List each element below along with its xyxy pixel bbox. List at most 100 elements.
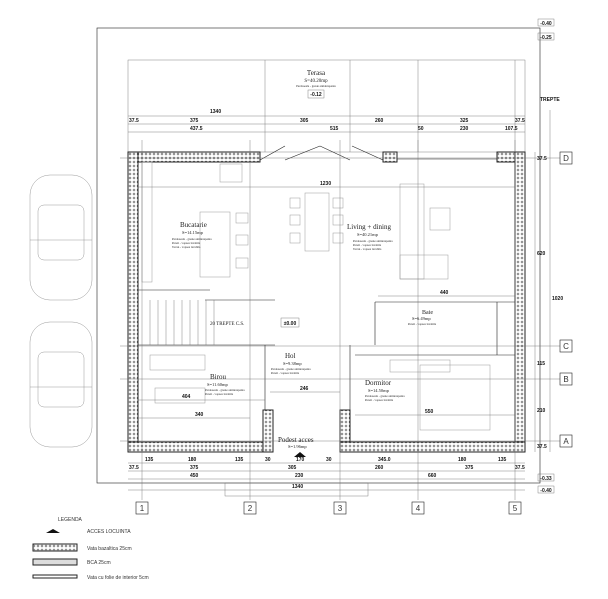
axis-label: 2: [248, 504, 253, 513]
svg-text:1230: 1230: [320, 181, 331, 187]
room-podest-acces: Podest acces S=1.96mp: [278, 436, 314, 449]
svg-text:Vata cu folie de interior 5cm: Vata cu folie de interior 5cm: [87, 575, 149, 581]
svg-text:246: 246: [300, 386, 309, 392]
svg-text:Pardoseala - gresie antiderapa: Pardoseala - gresie antiderapanta: [271, 367, 311, 371]
svg-text:180: 180: [188, 457, 197, 463]
svg-text:135: 135: [145, 457, 154, 463]
axis-label: B: [563, 375, 568, 384]
svg-text:Bucatarie: Bucatarie: [180, 221, 207, 229]
legend-title: LEGENDA: [58, 517, 83, 523]
svg-text:375: 375: [465, 465, 474, 471]
svg-text:135: 135: [235, 457, 244, 463]
dimensions-interior: 1230 440 550 404 340 246: [138, 181, 515, 419]
svg-text:Tavan - vopsea lavabila: Tavan - vopsea lavabila: [172, 245, 201, 249]
svg-text:Podest acces: Podest acces: [278, 436, 314, 444]
svg-text:180: 180: [458, 457, 467, 463]
car-icon: [29, 321, 93, 448]
svg-text:Pereti - vopsea lavabila: Pereti - vopsea lavabila: [172, 241, 201, 245]
svg-text:660: 660: [428, 473, 437, 479]
svg-text:S=1.96mp: S=1.96mp: [288, 444, 307, 449]
svg-text:ACCES LOCUINTA: ACCES LOCUINTA: [87, 529, 131, 535]
room-dormitor: Dormitor S=14.50mp Pardoseala - gresie a…: [365, 379, 405, 402]
terrace-outline: [127, 59, 526, 153]
svg-text:S=9.38mp: S=9.38mp: [283, 361, 302, 366]
access-arrow-icon: [46, 529, 60, 533]
svg-text:1020: 1020: [552, 296, 563, 302]
svg-text:260: 260: [375, 118, 384, 124]
axis-markers-y: D C B A: [559, 151, 573, 448]
axis-label: A: [563, 437, 569, 446]
svg-text:135: 135: [498, 457, 507, 463]
svg-text:Birou: Birou: [210, 373, 226, 381]
svg-text:Pardoseala - gresie antiderapa: Pardoseala - gresie antiderapanta: [205, 388, 245, 392]
svg-text:Tavan - vopsea lavabila: Tavan - vopsea lavabila: [353, 247, 382, 251]
svg-text:30: 30: [265, 457, 271, 463]
room-baie: Baie S=6.49mp Pereti - vopsea lavabila: [408, 310, 437, 326]
svg-text:37.5: 37.5: [537, 156, 547, 162]
svg-text:S=40.21mp: S=40.21mp: [357, 232, 379, 237]
terrace-finish: Pardoseala - gresie antiderapanta: [296, 84, 336, 88]
svg-text:BCA 25cm: BCA 25cm: [87, 560, 111, 566]
svg-text:Vata bazaltica 25cm: Vata bazaltica 25cm: [87, 546, 132, 552]
svg-text:115: 115: [537, 361, 545, 367]
svg-text:Pereti - vopsea lavabila: Pereti - vopsea lavabila: [365, 398, 394, 402]
axis-markers-x: 1 2 3 4 5: [135, 501, 522, 515]
svg-text:375: 375: [190, 465, 199, 471]
svg-text:Hol: Hol: [285, 352, 296, 360]
svg-text:S=6.49mp: S=6.49mp: [412, 316, 431, 321]
room-birou: Birou S=11.60mp Pardoseala - gresie anti…: [205, 373, 245, 396]
svg-text:375: 375: [190, 118, 199, 124]
svg-text:Dormitor: Dormitor: [365, 379, 392, 387]
svg-text:37.5: 37.5: [537, 444, 547, 450]
svg-text:S=11.60mp: S=11.60mp: [207, 382, 228, 387]
entrance-arrow-icon: [294, 452, 306, 457]
svg-text:37.5: 37.5: [129, 118, 139, 124]
svg-text:S=14.50mp: S=14.50mp: [368, 388, 390, 393]
svg-text:Pardoseala - gresie antiderapa: Pardoseala - gresie antiderapanta: [172, 237, 212, 241]
terrace-area: S=40.20mp: [304, 79, 328, 84]
svg-text:440: 440: [440, 290, 449, 296]
room-hol: Hol S=9.38mp Pardoseala - gresie antider…: [271, 352, 311, 375]
grid-lines: [120, 140, 560, 500]
folding-doors: [259, 145, 497, 161]
svg-text:Pereti - vopsea lavabila: Pereti - vopsea lavabila: [205, 392, 234, 396]
svg-text:-0.12: -0.12: [310, 92, 322, 98]
svg-text:107.5: 107.5: [505, 126, 518, 132]
svg-text:305: 305: [288, 465, 297, 471]
svg-text:260: 260: [375, 465, 384, 471]
svg-text:210: 210: [537, 408, 546, 414]
room-living-dining: Living + dining S=40.21mp Pardoseala - g…: [347, 223, 393, 251]
svg-text:305: 305: [300, 118, 309, 124]
axis-label: 1: [140, 504, 145, 513]
axis-label: 3: [338, 504, 343, 513]
room-bucatarie: Bucatarie S=14.15mp Pardoseala - gresie …: [172, 221, 212, 249]
svg-text:30: 30: [326, 457, 332, 463]
svg-text:37.5: 37.5: [515, 118, 525, 124]
svg-text:325: 325: [460, 118, 469, 124]
stair-label: 20 TREPTE C.S.: [210, 322, 244, 327]
svg-text:-0.40: -0.40: [540, 488, 552, 494]
terrace-name: Terasa: [307, 69, 326, 77]
svg-text:Baie: Baie: [422, 310, 433, 316]
axis-label: D: [563, 154, 569, 163]
svg-text:Pardoseala - gresie antiderapa: Pardoseala - gresie antiderapanta: [365, 394, 405, 398]
svg-text:437.5: 437.5: [190, 126, 203, 132]
svg-text:550: 550: [425, 409, 434, 415]
steps-label: TREPTE: [540, 97, 560, 103]
svg-text:±0.00: ±0.00: [284, 321, 297, 327]
axis-label: 5: [513, 504, 518, 513]
svg-text:-0.40: -0.40: [540, 21, 552, 27]
svg-text:515: 515: [330, 126, 339, 132]
svg-text:450: 450: [190, 473, 199, 479]
legend: LEGENDA ACCES LOCUINTA Vata bazaltica 25…: [32, 517, 149, 581]
svg-text:37.5: 37.5: [515, 465, 525, 471]
svg-text:1340: 1340: [292, 484, 303, 490]
svg-text:50: 50: [418, 126, 424, 132]
staircase: [149, 300, 215, 345]
svg-text:Living + dining: Living + dining: [347, 223, 392, 231]
svg-text:S=14.15mp: S=14.15mp: [182, 230, 204, 235]
svg-text:170: 170: [296, 457, 305, 463]
svg-text:Pereti - vopsea lavabila: Pereti - vopsea lavabila: [353, 243, 382, 247]
